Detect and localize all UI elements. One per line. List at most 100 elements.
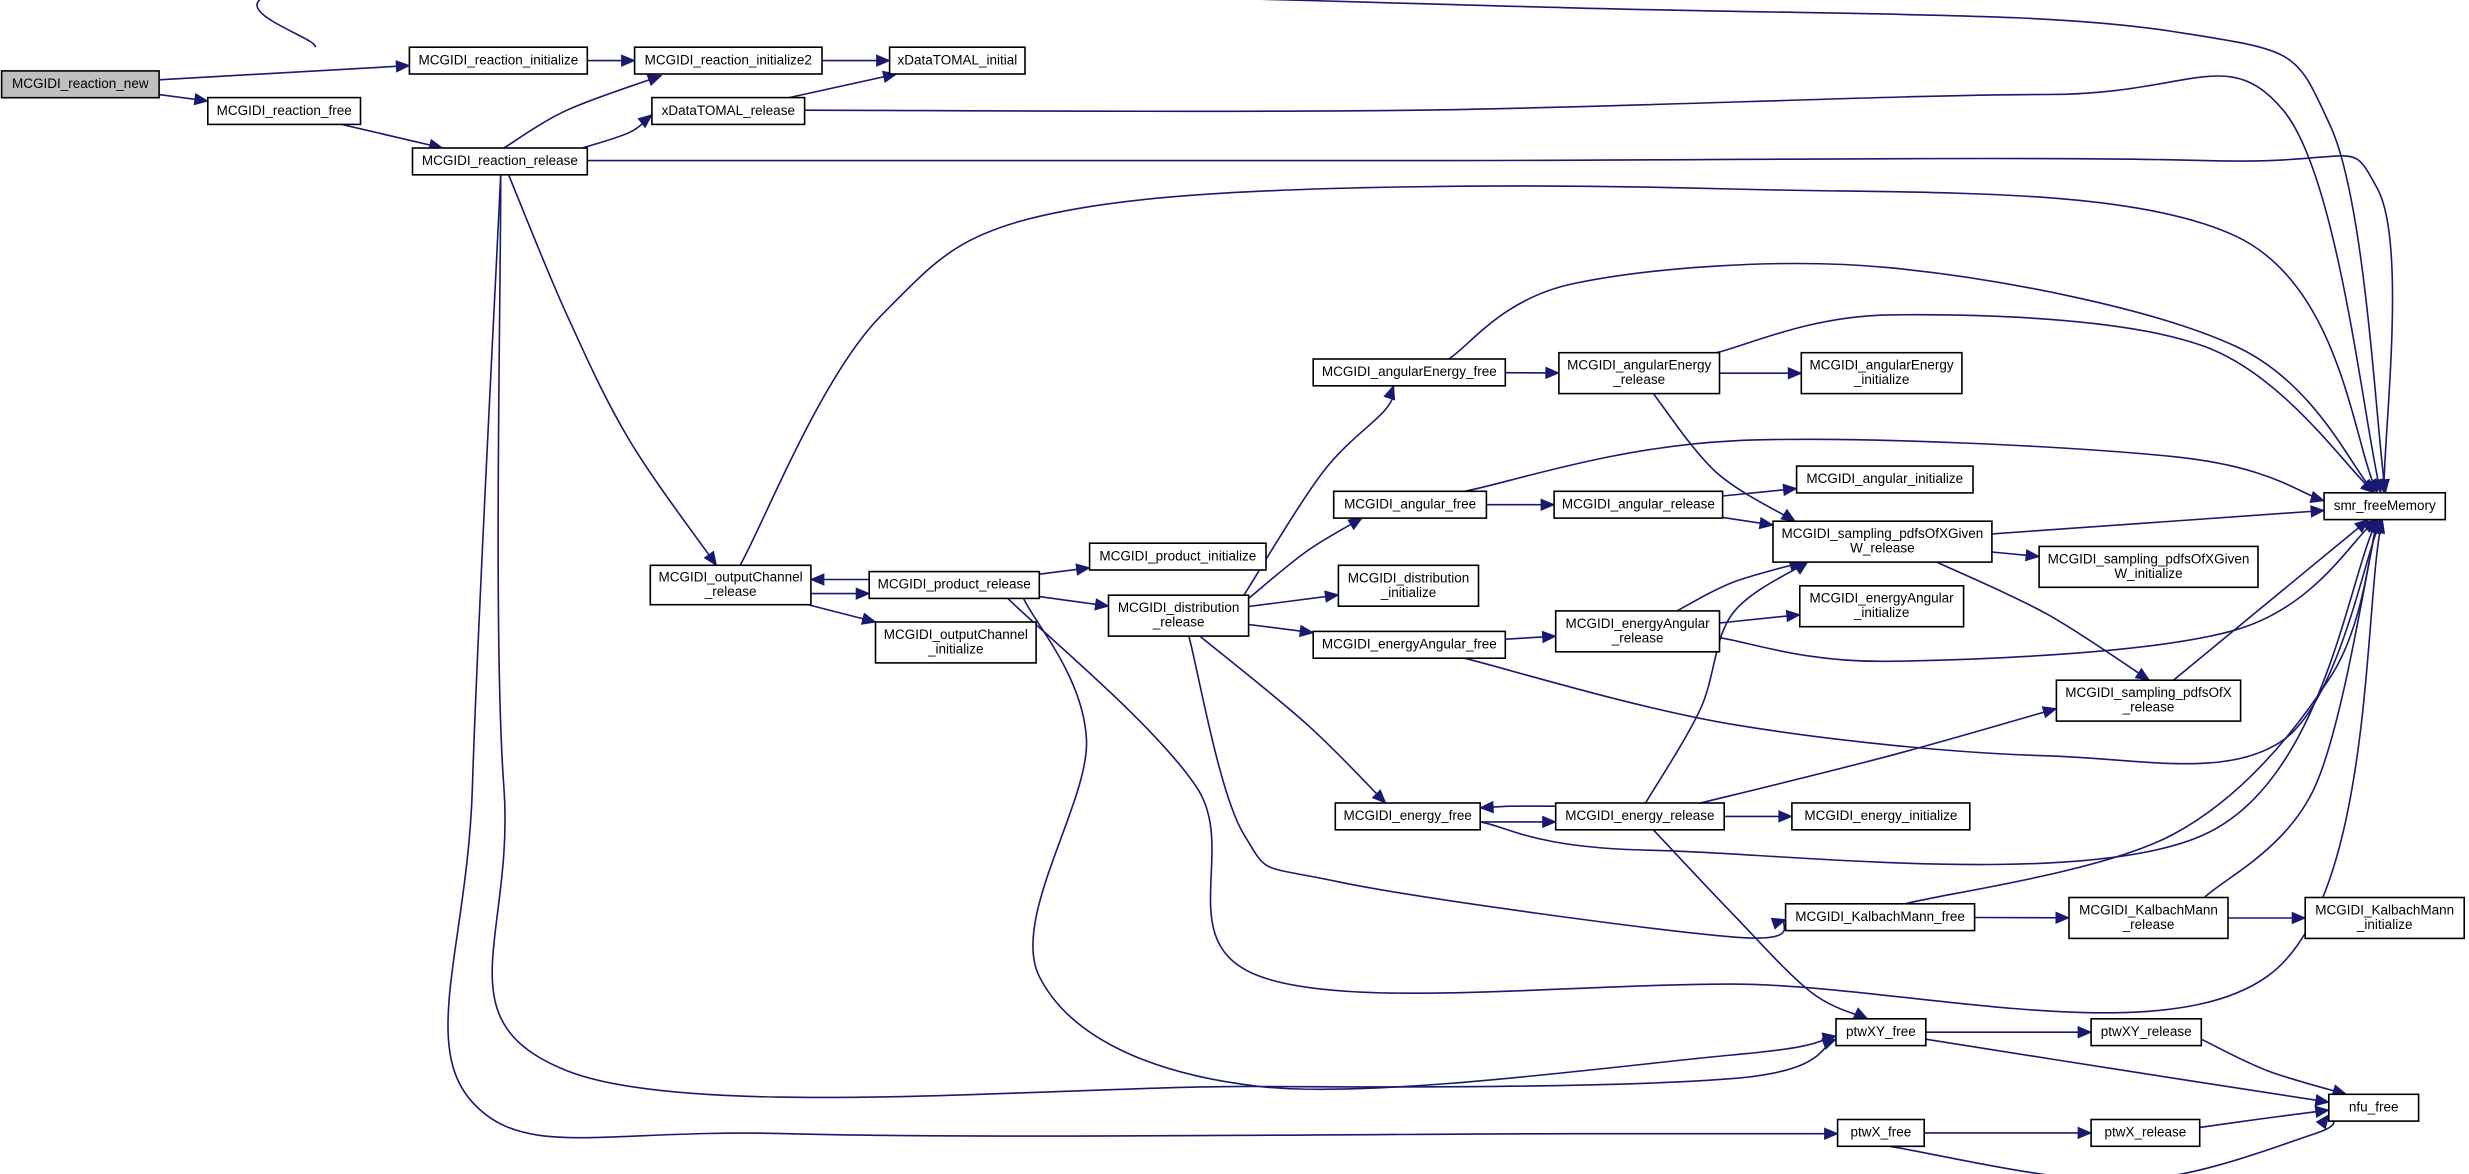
node-box[interactable] xyxy=(1337,564,1480,607)
node-box[interactable] xyxy=(1799,584,1965,628)
arrowhead-angularEnergy-free xyxy=(1383,384,1396,401)
node-box[interactable] xyxy=(1795,465,1974,494)
node-reaction-release[interactable]: MCGIDI_reaction_release xyxy=(411,147,589,176)
node-box[interactable] xyxy=(868,570,1041,600)
node-distribution-initialize[interactable]: MCGIDI_distribution_initialize xyxy=(1337,564,1480,607)
node-box[interactable] xyxy=(633,46,823,75)
arrowhead-reaction-initialize xyxy=(395,60,411,73)
node-box[interactable] xyxy=(1332,490,1488,519)
node-box[interactable] xyxy=(2328,1093,2420,1122)
node-energy-initialize[interactable]: MCGIDI_energy_initialize xyxy=(1791,802,1971,831)
node-xData-release[interactable]: xDataTOMAL_release xyxy=(651,96,806,126)
node-KalbachMann-release[interactable]: MCGIDI_KalbachMann_release xyxy=(2068,896,2229,940)
arrowhead-energyAngular-free xyxy=(1299,624,1315,638)
node-angular-free[interactable]: MCGIDI_angular_free xyxy=(1332,490,1488,519)
node-angularEnergy-release[interactable]: MCGIDI_angularEnergy_release xyxy=(1558,351,1721,395)
node-box[interactable] xyxy=(411,147,589,176)
arrowhead-pdfsOfXGivenW-release xyxy=(1780,508,1797,522)
edge-pdfsOfXGivenW-release-to-pdfsOfX-release xyxy=(1936,561,2150,681)
edge-ptwXY-free-to-nfu-free xyxy=(1925,1038,2329,1103)
node-label: MCGIDI_KalbachMann xyxy=(2315,903,2454,918)
node-xData-initial[interactable]: xDataTOMAL_initial xyxy=(888,46,1026,75)
node-energy-free[interactable]: MCGIDI_energy_free xyxy=(1334,802,1482,831)
node-product-release[interactable]: MCGIDI_product_release xyxy=(868,570,1041,600)
node-angularEnergy-initialize[interactable]: MCGIDI_angularEnergy_initialize xyxy=(1800,351,1963,395)
node-box[interactable] xyxy=(1558,351,1721,395)
edge-layer xyxy=(158,0,2394,1174)
node-energy-release[interactable]: MCGIDI_energy_release xyxy=(1554,802,1725,831)
node-reaction-free[interactable]: MCGIDI_reaction_free xyxy=(207,96,362,126)
node-box[interactable] xyxy=(1312,630,1507,660)
node-box[interactable] xyxy=(0,70,160,99)
node-reaction-initialize[interactable]: MCGIDI_reaction_initialize xyxy=(408,46,589,75)
node-box[interactable] xyxy=(2090,1017,2203,1047)
node-product-initialize[interactable]: MCGIDI_product_initialize xyxy=(1088,542,1267,571)
node-label: MCGIDI_outputChannel xyxy=(884,627,1028,642)
node-box[interactable] xyxy=(2304,896,2465,940)
node-outputChannel-release[interactable]: MCGIDI_outputChannel_release xyxy=(649,564,812,606)
node-reaction-new[interactable]: MCGIDI_reaction_new xyxy=(0,70,160,99)
node-energyAngular-release[interactable]: MCGIDI_energyAngular_release xyxy=(1554,610,1721,653)
node-box[interactable] xyxy=(874,621,1037,664)
node-ptwX-release[interactable]: ptwX_release xyxy=(2090,1118,2201,1148)
node-label: MCGIDI_reaction_free xyxy=(217,103,352,118)
node-box[interactable] xyxy=(649,564,812,606)
node-box[interactable] xyxy=(2055,679,2242,722)
node-energyAngular-initialize[interactable]: MCGIDI_energyAngular_initialize xyxy=(1799,584,1965,628)
node-pdfsOfX-release[interactable]: MCGIDI_sampling_pdfsOfX_release xyxy=(2055,679,2242,722)
node-box[interactable] xyxy=(1554,802,1725,831)
node-KalbachMann-initialize[interactable]: MCGIDI_KalbachMann_initialize xyxy=(2304,896,2465,940)
node-label: MCGIDI_energy_free xyxy=(1344,808,1472,823)
node-label: _release xyxy=(704,584,757,599)
node-distribution-release[interactable]: MCGIDI_distribution_release xyxy=(1107,594,1250,637)
node-box[interactable] xyxy=(1835,1017,1927,1047)
node-box[interactable] xyxy=(1784,902,1976,932)
node-box[interactable] xyxy=(1800,351,1963,395)
node-angularEnergy-free[interactable]: MCGIDI_angularEnergy_free xyxy=(1312,358,1507,387)
node-box[interactable] xyxy=(408,46,589,75)
node-outputChannel-initialize[interactable]: MCGIDI_outputChannel_initialize xyxy=(874,621,1037,664)
node-KalbachMann-free[interactable]: MCGIDI_KalbachMann_free xyxy=(1784,902,1976,932)
node-box[interactable] xyxy=(2038,545,2259,589)
node-box[interactable] xyxy=(207,96,362,126)
edge-reaction-free-to-reaction-release xyxy=(341,123,443,149)
arrowhead-product-release xyxy=(855,587,871,600)
arrowhead-pdfsOfXGivenW-release xyxy=(1792,561,1809,575)
node-label: MCGIDI_sampling_pdfsOfXGiven xyxy=(1781,526,1983,541)
node-box[interactable] xyxy=(2090,1118,2201,1148)
node-box[interactable] xyxy=(1791,802,1971,831)
node-box[interactable] xyxy=(1107,594,1250,637)
node-ptwXY-free[interactable]: ptwXY_free xyxy=(1835,1017,1927,1047)
node-box[interactable] xyxy=(2068,896,2229,940)
node-nfu-free[interactable]: nfu_free xyxy=(2328,1093,2420,1122)
node-box[interactable] xyxy=(1312,358,1507,387)
node-box[interactable] xyxy=(888,46,1026,75)
node-ptwX-free[interactable]: ptwX_free xyxy=(1836,1118,1925,1148)
node-box[interactable] xyxy=(1553,490,1724,519)
node-label: MCGIDI_reaction_new xyxy=(12,76,149,91)
node-energyAngular-free[interactable]: MCGIDI_energyAngular_free xyxy=(1312,630,1507,660)
node-label: MCGIDI_reaction_initialize xyxy=(418,52,578,67)
arrowhead-outputChannel-release xyxy=(703,550,718,567)
node-layer: MCGIDI_reaction_new MCGIDI_reaction_initi… xyxy=(0,46,2465,1148)
arrowhead-smr-freeMemory xyxy=(2368,518,2381,535)
node-label: nfu_free xyxy=(2349,1100,2399,1115)
node-box[interactable] xyxy=(651,96,806,126)
node-ptwXY-release[interactable]: ptwXY_release xyxy=(2090,1017,2203,1047)
node-box[interactable] xyxy=(1836,1118,1925,1148)
node-box[interactable] xyxy=(1772,520,1993,563)
node-box[interactable] xyxy=(1334,802,1482,831)
node-label: MCGIDI_distribution xyxy=(1348,570,1470,585)
node-box[interactable] xyxy=(1554,610,1721,653)
node-smr-freeMemory[interactable]: smr_freeMemory xyxy=(2323,491,2447,521)
node-reaction-initialize2[interactable]: MCGIDI_reaction_initialize2 xyxy=(633,46,823,75)
edge-product-release-to-ptwXY-free xyxy=(1022,597,1837,1091)
node-box[interactable] xyxy=(1088,542,1267,571)
node-angular-release[interactable]: MCGIDI_angular_release xyxy=(1553,490,1724,519)
node-box[interactable] xyxy=(2323,491,2447,521)
node-label: ptwXY_release xyxy=(2101,1024,2192,1039)
edge-distribution-release-to-distribution-initialize xyxy=(1248,594,1339,608)
node-angular-initialize[interactable]: MCGIDI_angular_initialize xyxy=(1795,465,1974,494)
